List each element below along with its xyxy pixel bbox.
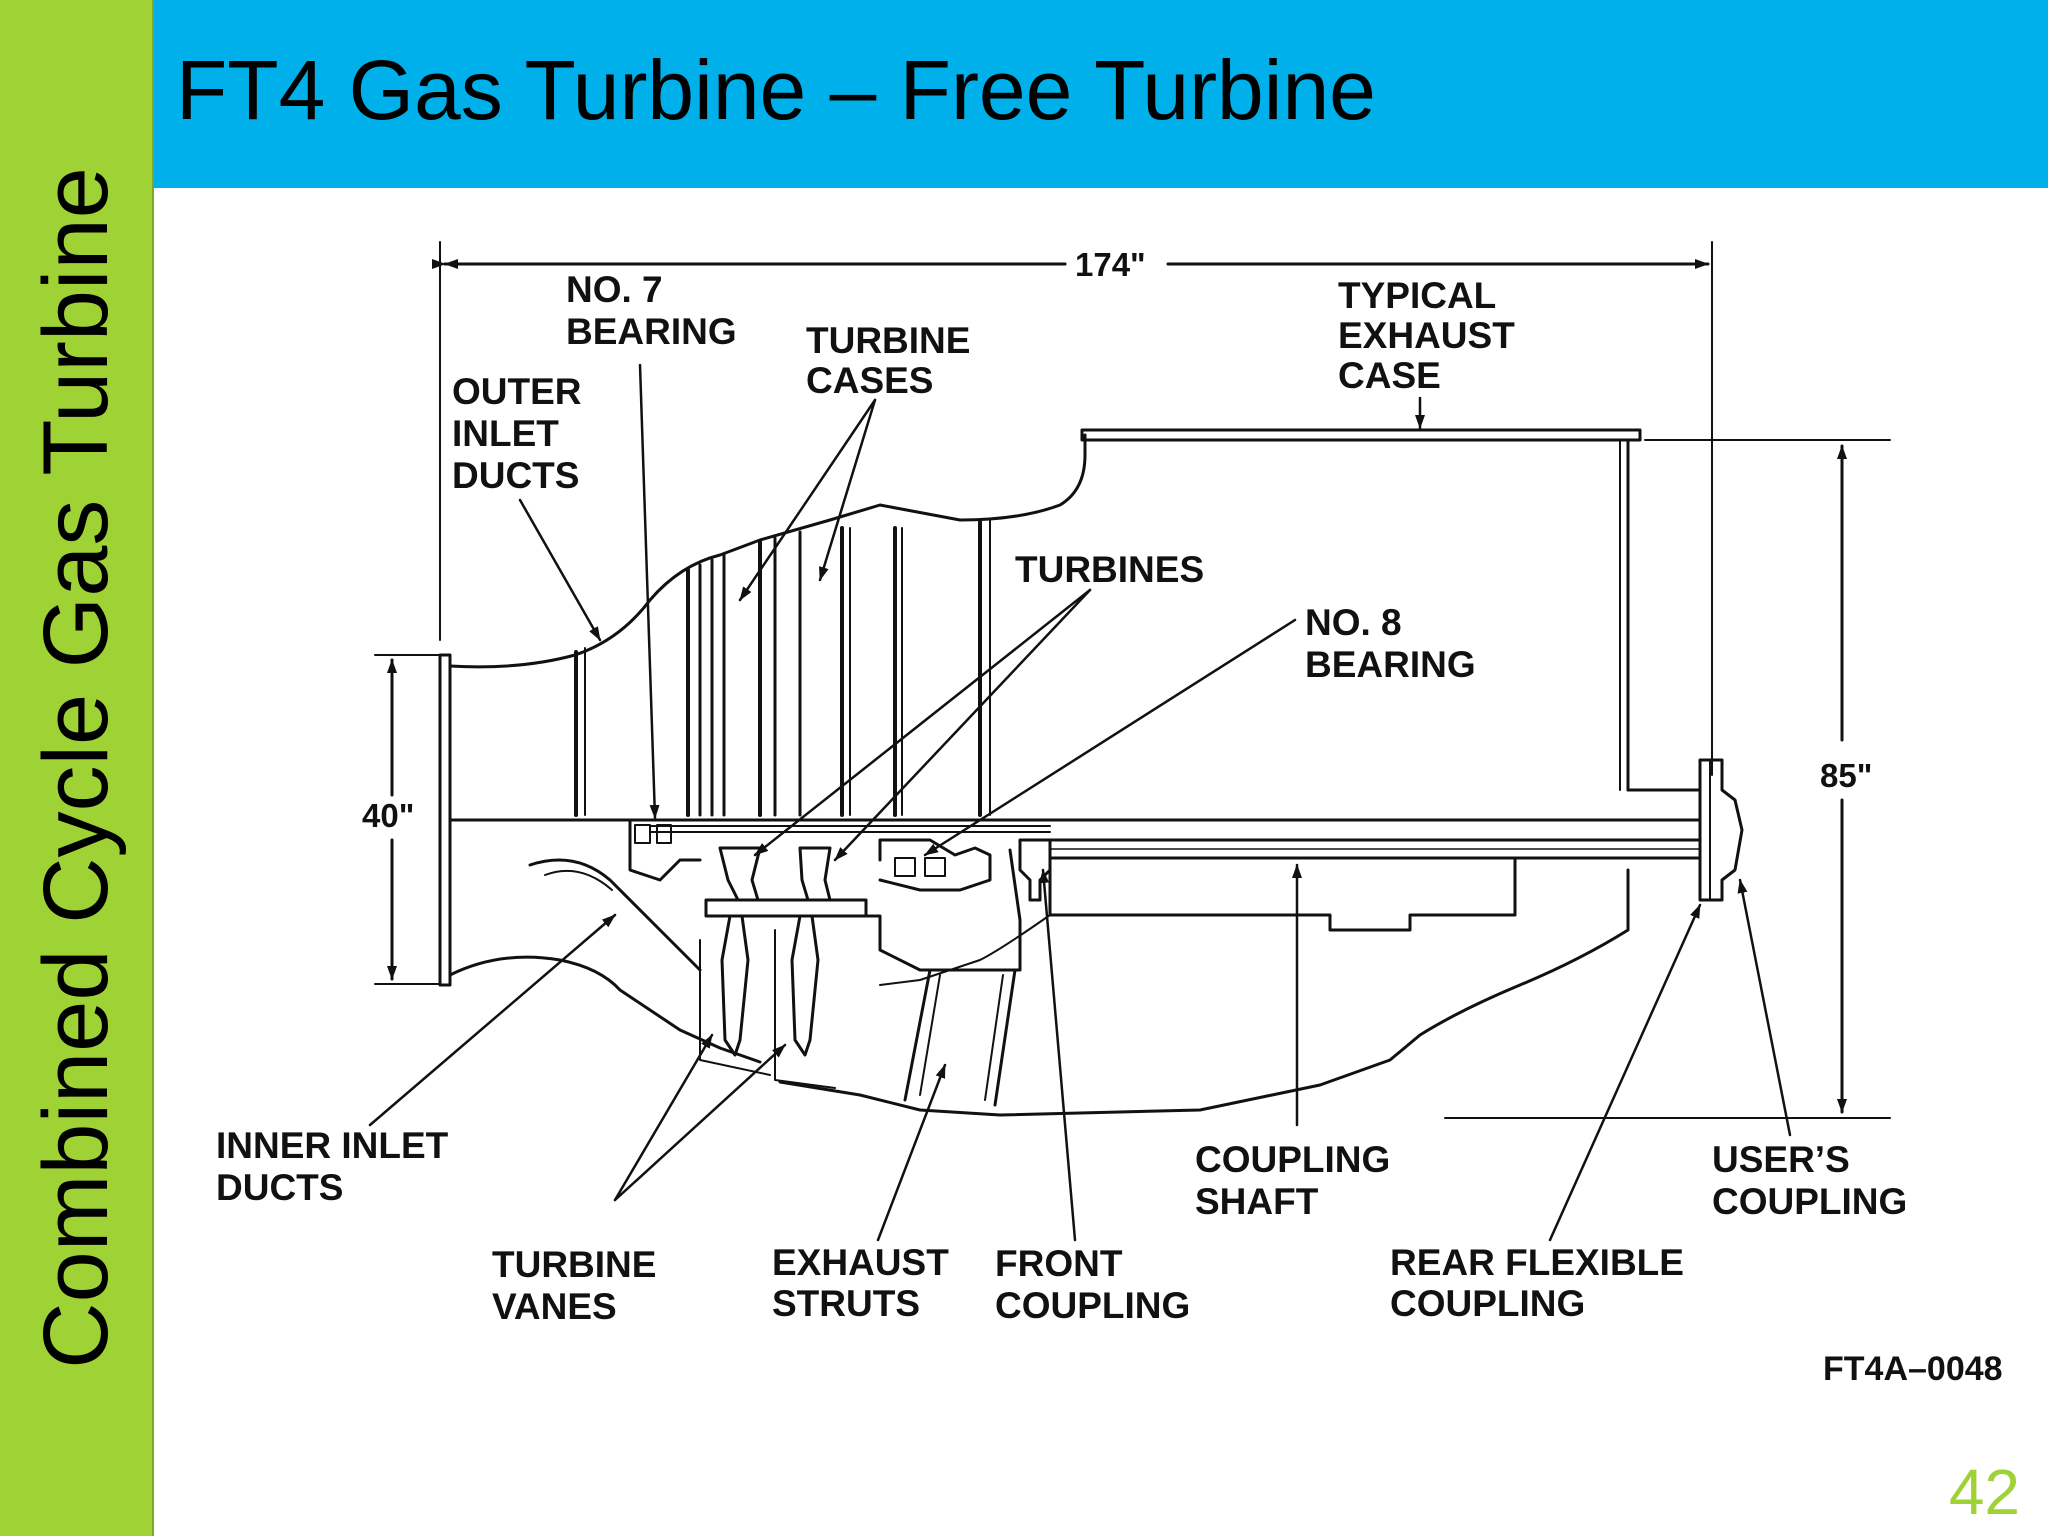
- turbine-cases-label: TURBINE CASES: [806, 320, 970, 401]
- svg-text:CASE: CASE: [1338, 355, 1441, 396]
- svg-text:NO. 8: NO. 8: [1305, 602, 1402, 643]
- svg-text:COUPLING: COUPLING: [1195, 1139, 1390, 1180]
- front-coupling-label: FRONT COUPLING: [995, 1243, 1190, 1326]
- svg-text:STRUTS: STRUTS: [772, 1283, 920, 1324]
- svg-text:DUCTS: DUCTS: [216, 1167, 343, 1208]
- no7-bearing-label: NO. 7 BEARING: [566, 269, 737, 352]
- no8-bearing-label: NO. 8 BEARING: [1305, 602, 1476, 685]
- sidebar-title: Combined Cycle Gas Turbine: [25, 167, 127, 1369]
- svg-text:REAR FLEXIBLE: REAR FLEXIBLE: [1390, 1242, 1684, 1283]
- svg-text:TURBINES: TURBINES: [1015, 549, 1204, 590]
- turbines-label: TURBINES: [1015, 549, 1204, 590]
- svg-text:COUPLING: COUPLING: [1712, 1181, 1907, 1222]
- outer-inlet-ducts-label: OUTER INLET DUCTS: [452, 371, 582, 496]
- svg-text:OUTER: OUTER: [452, 371, 582, 412]
- svg-text:DUCTS: DUCTS: [452, 455, 579, 496]
- rear-flexible-coupling-label: REAR FLEXIBLE COUPLING: [1390, 1242, 1684, 1324]
- svg-text:INNER INLET: INNER INLET: [216, 1125, 449, 1166]
- svg-text:CASES: CASES: [806, 360, 933, 401]
- svg-text:BEARING: BEARING: [566, 311, 737, 352]
- svg-text:TYPICAL: TYPICAL: [1338, 275, 1496, 316]
- sidebar: Combined Cycle Gas Turbine: [0, 0, 154, 1536]
- svg-text:TURBINE: TURBINE: [806, 320, 970, 361]
- figure-code: FT4A–0048: [1823, 1350, 2003, 1388]
- coupling-shaft-label: COUPLING SHAFT: [1195, 1139, 1390, 1222]
- slide-title: FT4 Gas Turbine – Free Turbine: [176, 43, 1376, 137]
- svg-text:TURBINE: TURBINE: [492, 1244, 656, 1285]
- engine-outline: [438, 428, 1744, 1117]
- svg-text:INLET: INLET: [452, 413, 559, 454]
- inlet-height-label: 40": [362, 797, 414, 834]
- svg-text:EXHAUST: EXHAUST: [1338, 315, 1515, 356]
- length-dimension: 174": [432, 241, 1713, 776]
- length-dimension-label: 174": [1075, 246, 1146, 283]
- exhaust-struts-label: EXHAUST STRUTS: [772, 1242, 949, 1324]
- svg-text:FRONT: FRONT: [995, 1243, 1123, 1284]
- ft4-free-turbine-diagram: 174" 85" 40": [216, 241, 2003, 1388]
- leader-lines: [368, 363, 1792, 1242]
- turbine-vanes-label: TURBINE VANES: [492, 1244, 656, 1327]
- svg-text:COUPLING: COUPLING: [995, 1285, 1190, 1326]
- svg-text:BEARING: BEARING: [1305, 644, 1476, 685]
- svg-text:EXHAUST: EXHAUST: [772, 1242, 949, 1283]
- svg-text:COUPLING: COUPLING: [1390, 1283, 1585, 1324]
- inlet-height-dimension: 40": [362, 654, 441, 985]
- inner-inlet-ducts-label: INNER INLET DUCTS: [216, 1125, 449, 1208]
- exhaust-height-dimension: 85": [1444, 439, 1891, 1119]
- users-coupling-label: USER’S COUPLING: [1712, 1139, 1907, 1222]
- typical-exhaust-case-label: TYPICAL EXHAUST CASE: [1338, 275, 1515, 396]
- exhaust-height-label: 85": [1820, 757, 1872, 794]
- svg-text:SHAFT: SHAFT: [1195, 1181, 1319, 1222]
- title-bar: [154, 0, 2048, 188]
- page-number: 42: [1948, 1456, 2020, 1528]
- svg-text:NO. 7: NO. 7: [566, 269, 663, 310]
- svg-text:VANES: VANES: [492, 1286, 617, 1327]
- svg-text:USER’S: USER’S: [1712, 1139, 1850, 1180]
